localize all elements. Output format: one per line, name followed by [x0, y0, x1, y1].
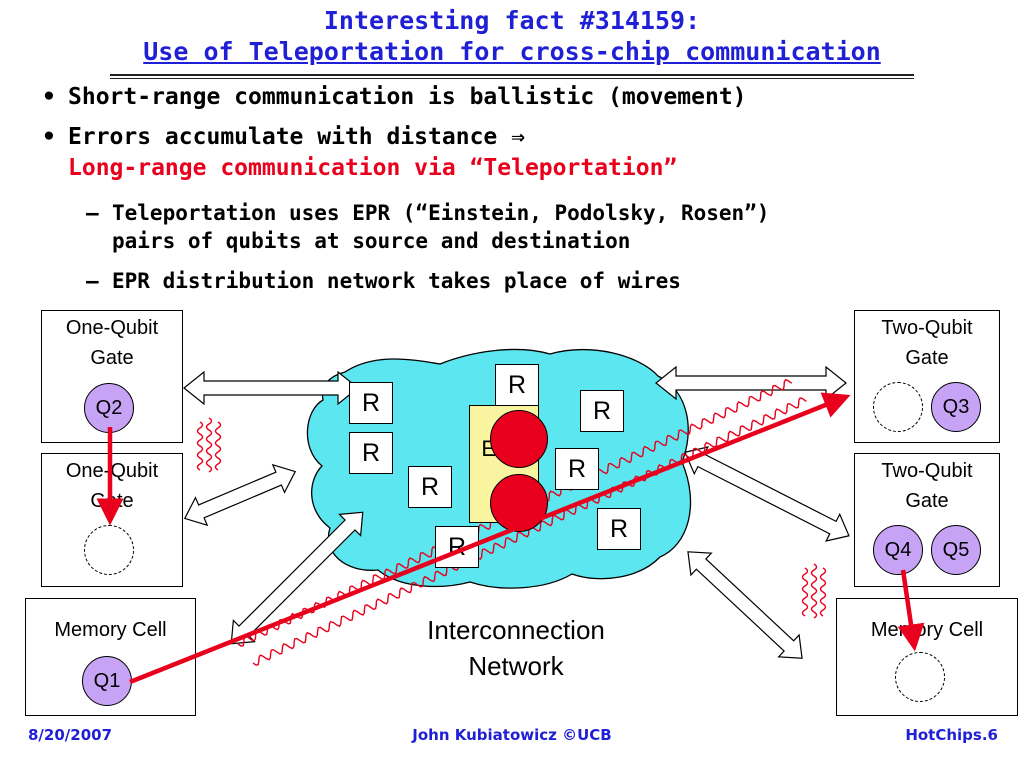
gate-label: Two-Qubit Gate	[881, 460, 973, 512]
network-label: Interconnection Network	[360, 612, 672, 684]
sub-bullet-dash: –	[86, 201, 99, 225]
empty-qubit-slot	[84, 525, 134, 575]
title-rule-thin	[110, 78, 914, 79]
sub-bullet-network: EPR distribution network takes place of …	[112, 269, 681, 293]
footer-date: 8/20/2007	[28, 726, 113, 744]
qubit-q5: Q5	[931, 525, 981, 575]
epr-generator: EPR	[469, 405, 548, 532]
bullet-ballistic: Short-range communication is ballistic (…	[68, 84, 747, 110]
qubit-q2: Q2	[84, 383, 134, 433]
empty-qubit-slot	[895, 652, 945, 702]
footer-slide-number: HotChips.6	[905, 726, 998, 744]
router: R	[495, 364, 539, 406]
router: R	[555, 448, 599, 490]
bullet-errors: Errors accumulate with distance ⇒	[68, 123, 525, 151]
router: R	[597, 508, 641, 550]
router: R	[408, 466, 452, 508]
move-arrow	[897, 569, 925, 652]
epr-qubit-icon	[490, 474, 548, 532]
double-arrows	[183, 365, 850, 659]
bullet-marker: •	[42, 84, 56, 110]
bullet-marker: •	[42, 124, 56, 150]
sub-bullet-dash: –	[86, 269, 99, 293]
sub-bullet-epr-cont: pairs of qubits at source and destinatio…	[112, 229, 631, 253]
memory-cell-label: Memory Cell	[54, 619, 167, 641]
sub-bullet-epr: Teleportation uses EPR (“Einstein, Podol…	[112, 201, 770, 225]
gate-label: One-Qubit Gate	[65, 317, 159, 369]
router: R	[349, 432, 393, 474]
gate-label: Two-Qubit Gate	[881, 317, 973, 369]
teleport-arrow	[129, 392, 851, 685]
qubit-q3: Q3	[931, 382, 981, 432]
bullet-teleportation: Long-range communication via “Teleportat…	[68, 155, 678, 181]
network-label-line2: Network	[468, 651, 564, 681]
qubit-q4: Q4	[873, 525, 923, 575]
squiggle-icons	[196, 417, 827, 619]
slide-title-line2: Use of Teleportation for cross-chip comm…	[143, 37, 881, 66]
epr-qubit-icon	[490, 410, 548, 468]
slide-title-line1: Interesting fact #314159:	[323, 6, 701, 35]
bullet-errors-text: Errors accumulate with distance	[68, 124, 498, 150]
footer-author: John Kubiatowicz ©UCB	[412, 726, 612, 744]
router: R	[349, 382, 393, 424]
router: R	[580, 390, 624, 432]
title-rule	[110, 74, 914, 76]
network-label-line1: Interconnection	[427, 615, 605, 645]
empty-qubit-slot	[873, 382, 923, 432]
implies-arrow-icon: ⇒	[511, 124, 525, 150]
